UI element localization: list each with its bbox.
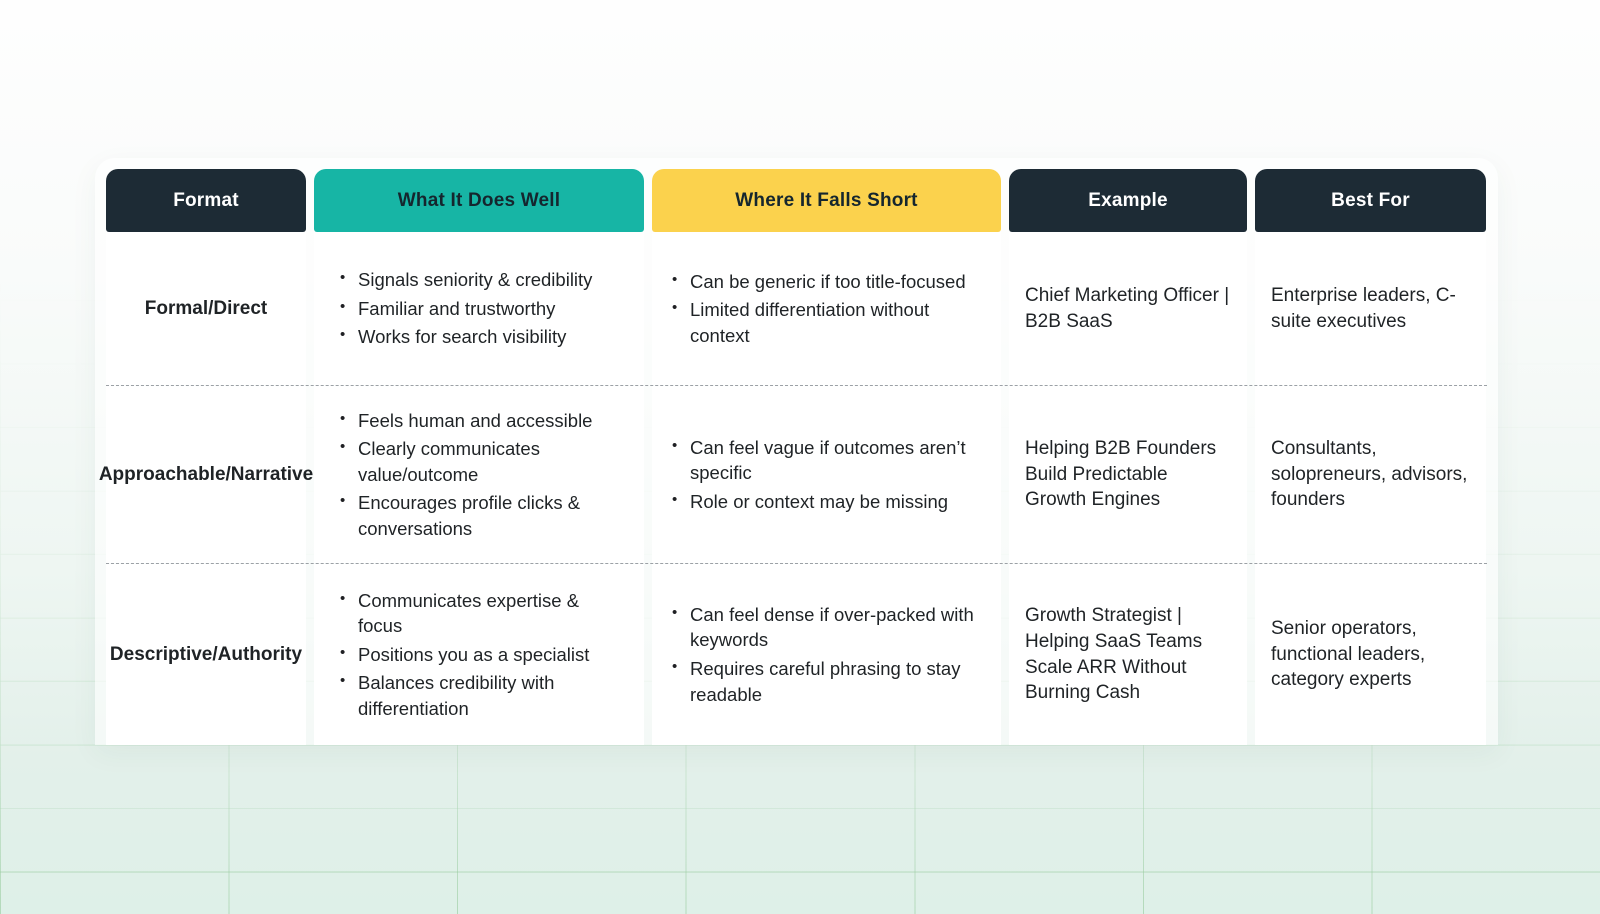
column-header-best-for: Best For — [1255, 169, 1486, 232]
falls-short-cell: Can feel vague if outcomes aren’t specif… — [652, 386, 1001, 563]
list-item: Encourages profile clicks & conversation… — [334, 490, 618, 541]
list-item: Feels human and accessible — [334, 408, 618, 434]
falls-short-cell: Can be generic if too title-focused Limi… — [652, 232, 1001, 385]
list-item: Can be generic if too title-focused — [666, 269, 975, 295]
format-label: Formal/Direct — [106, 232, 306, 385]
list-item: Familiar and trustworthy — [334, 296, 592, 322]
example-text: Growth Strategist | Helping SaaS Teams S… — [1025, 605, 1203, 704]
falls-short-cell: Can feel dense if over-packed with keywo… — [652, 564, 1001, 745]
does-well-list: Communicates expertise & focus Positions… — [334, 585, 618, 725]
column-header-falls-short: Where It Falls Short — [652, 169, 1001, 232]
best-for-cell: Senior operators, functional leaders, ca… — [1255, 564, 1486, 745]
example-cell: Chief Marketing Officer | B2B SaaS — [1009, 232, 1247, 385]
best-for-text: Enterprise leaders, C-suite executives — [1271, 284, 1456, 332]
example-cell: Helping B2B Founders Build Predictable G… — [1009, 386, 1247, 563]
table-header-row: Format What It Does Well Where It Falls … — [106, 169, 1487, 232]
does-well-cell: Communicates expertise & focus Positions… — [314, 564, 644, 745]
list-item: Works for search visibility — [334, 324, 592, 350]
column-header-format: Format — [106, 169, 306, 232]
best-for-cell: Enterprise leaders, C-suite executives — [1255, 232, 1486, 385]
format-label: Descriptive/Authority — [106, 564, 306, 745]
falls-short-list: Can feel vague if outcomes aren’t specif… — [666, 432, 975, 518]
does-well-cell: Feels human and accessible Clearly commu… — [314, 386, 644, 563]
does-well-cell: Signals seniority & credibility Familiar… — [314, 232, 644, 385]
best-for-text: Consultants, solopreneurs, advisors, fou… — [1271, 438, 1468, 511]
list-item: Can feel vague if outcomes aren’t specif… — [666, 435, 975, 486]
falls-short-list: Can feel dense if over-packed with keywo… — [666, 599, 975, 710]
list-item: Clearly communicates value/outcome — [334, 436, 618, 487]
example-text: Chief Marketing Officer | B2B SaaS — [1025, 284, 1230, 332]
example-cell: Growth Strategist | Helping SaaS Teams S… — [1009, 564, 1247, 745]
list-item: Limited differentiation without context — [666, 297, 975, 348]
table-row: Descriptive/Authority Communicates exper… — [106, 563, 1487, 745]
list-item: Requires careful phrasing to stay readab… — [666, 656, 975, 707]
list-item: Balances credibility with differentiatio… — [334, 670, 618, 721]
column-header-does-well: What It Does Well — [314, 169, 644, 232]
column-header-example: Example — [1009, 169, 1247, 232]
list-item: Positions you as a specialist — [334, 642, 618, 668]
list-item: Can feel dense if over-packed with keywo… — [666, 602, 975, 653]
format-label: Approachable/Narrative — [99, 386, 313, 563]
does-well-list: Signals seniority & credibility Familiar… — [334, 264, 592, 353]
headline-format-comparison-table: Format What It Does Well Where It Falls … — [95, 158, 1498, 745]
best-for-cell: Consultants, solopreneurs, advisors, fou… — [1255, 386, 1486, 563]
example-text: Helping B2B Founders Build Predictable G… — [1025, 438, 1217, 511]
list-item: Communicates expertise & focus — [334, 588, 618, 639]
table-row: Approachable/Narrative Feels human and a… — [99, 385, 1487, 563]
falls-short-list: Can be generic if too title-focused Limi… — [666, 266, 975, 352]
does-well-list: Feels human and accessible Clearly commu… — [334, 405, 618, 545]
table-row: Formal/Direct Signals seniority & credib… — [106, 232, 1487, 385]
list-item: Role or context may be missing — [666, 489, 975, 515]
best-for-text: Senior operators, functional leaders, ca… — [1271, 618, 1426, 691]
list-item: Signals seniority & credibility — [334, 267, 592, 293]
